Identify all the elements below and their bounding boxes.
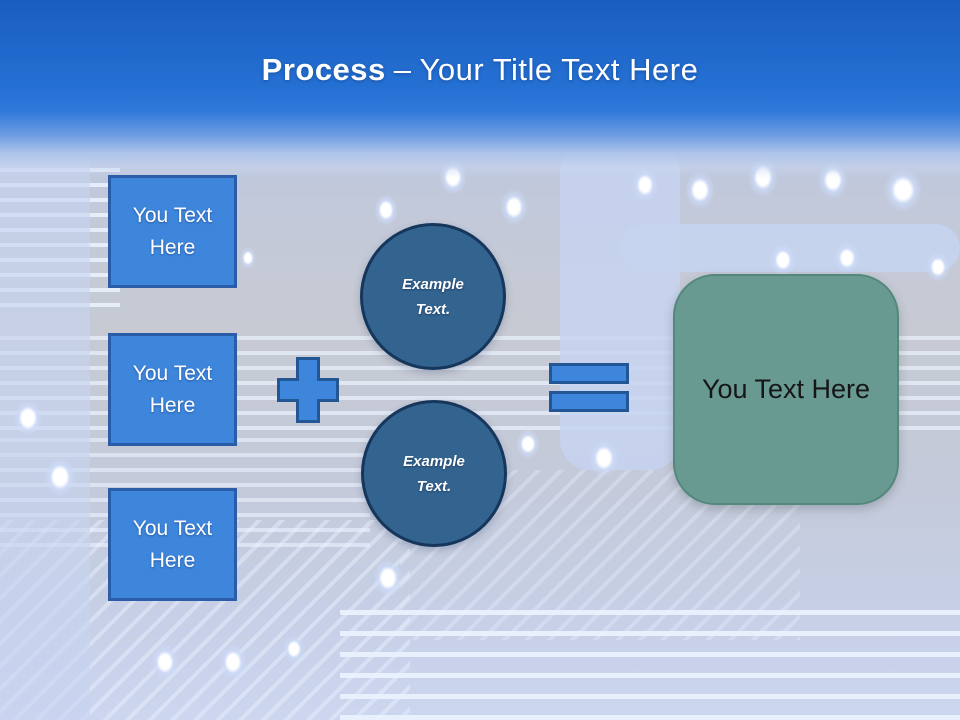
process-input-box-2-label: You Text Here: [132, 361, 213, 417]
example-circle-2[interactable]: Example Text.: [361, 400, 507, 547]
result-box[interactable]: You Text Here: [673, 274, 899, 505]
example-circle-2-label: Example Text.: [403, 452, 465, 495]
slide-title-separator: –: [393, 52, 412, 87]
equals-shape[interactable]: [549, 363, 629, 419]
process-input-box-2[interactable]: You Text Here: [108, 333, 237, 446]
equals-icon: [549, 363, 629, 384]
process-input-box-1[interactable]: You Text Here: [108, 175, 237, 288]
slide-title[interactable]: Process–Your Title Text Here: [0, 52, 960, 88]
example-circle-1[interactable]: Example Text.: [360, 223, 506, 370]
process-input-box-1-label: You Text Here: [132, 203, 213, 259]
slide-title-keyword: Process: [261, 52, 386, 87]
process-input-box-3-label: You Text Here: [132, 516, 213, 572]
example-circle-1-label: Example Text.: [402, 275, 464, 318]
equals-icon: [549, 391, 629, 412]
result-box-label: You Text Here: [701, 374, 871, 404]
plus-icon: [277, 357, 339, 423]
process-input-box-3[interactable]: You Text Here: [108, 488, 237, 601]
slide-title-subtitle: Your Title Text Here: [419, 52, 699, 87]
header-gradient-band: [0, 0, 960, 178]
plus-shape[interactable]: [277, 357, 339, 428]
